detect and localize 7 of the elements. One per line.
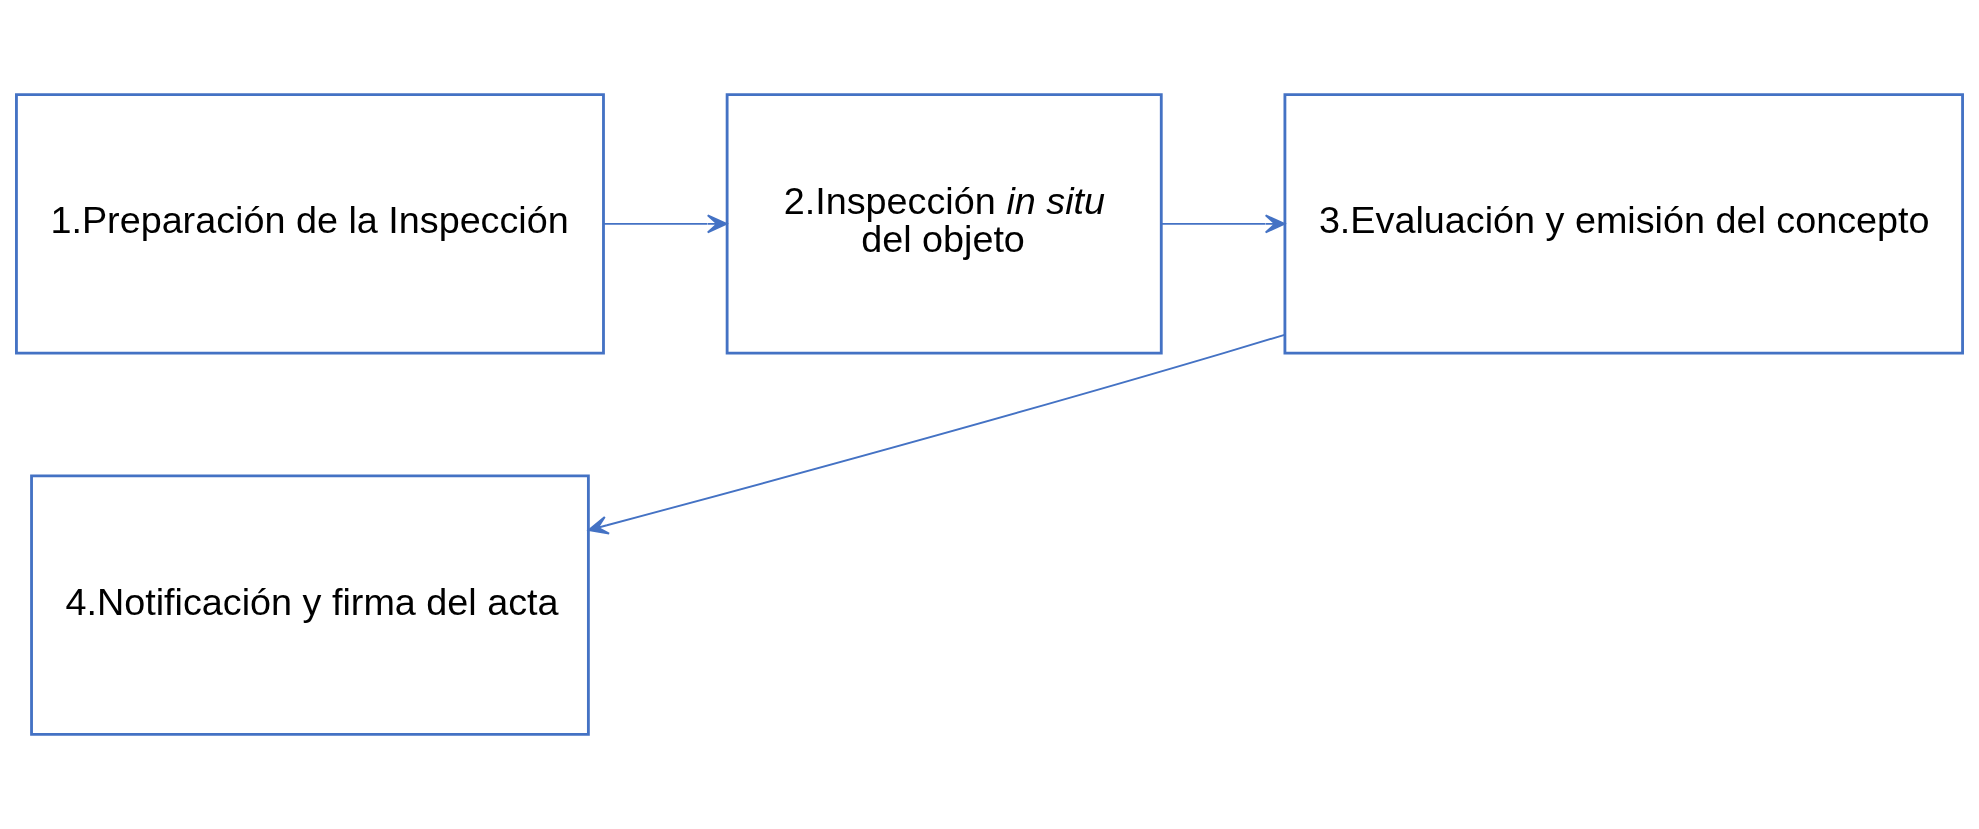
node-box: 1.Preparación de la Inspección (15, 93, 605, 355)
arrow (602, 214, 728, 234)
node-box: 2.Inspección in situ del objeto (725, 93, 1163, 355)
node-box: 4.Notificación y firma del acta (30, 474, 590, 736)
arrow (587, 333, 1286, 535)
arrow (1160, 214, 1286, 234)
node-box: 3.Evaluación y emisión del concepto (1283, 93, 1964, 355)
